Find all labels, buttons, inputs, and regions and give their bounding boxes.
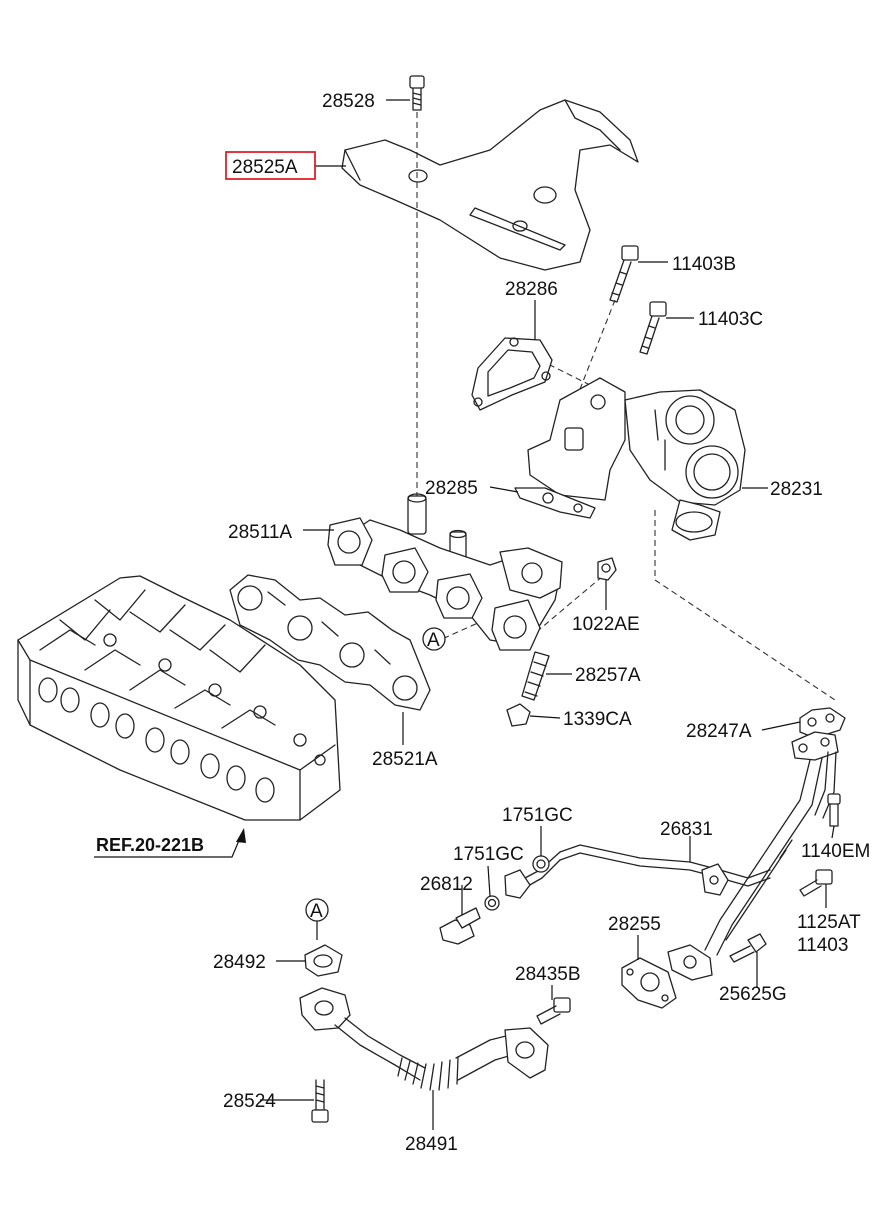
turbocharger [527, 377, 746, 541]
nut-1022ae [597, 557, 617, 581]
label-28521a[interactable]: 28521A [372, 749, 438, 770]
label-28492[interactable]: 28492 [213, 952, 266, 973]
label-11403[interactable]: 11403 [797, 935, 848, 956]
label-25625g[interactable]: 25625G [719, 984, 787, 1005]
label-1022ae[interactable]: 1022AE [572, 614, 640, 635]
heat-shield [341, 99, 639, 271]
label-28524[interactable]: 28524 [223, 1091, 276, 1112]
exhaust-manifold [327, 493, 563, 651]
nut-1339ca [506, 703, 531, 727]
highlight-box [225, 151, 316, 180]
gasket-28285 [514, 487, 596, 519]
gasket-28286 [471, 337, 553, 411]
manifold-gasket [229, 574, 431, 711]
marker-a-lower-label: A [310, 901, 323, 922]
label-28491[interactable]: 28491 [405, 1134, 458, 1155]
bolt-25625g [729, 933, 767, 963]
bolt-1125at [799, 869, 833, 897]
label-28231[interactable]: 28231 [770, 479, 823, 500]
gasket-28255 [621, 957, 677, 1009]
bolt-1140em [827, 793, 841, 827]
label-28257a[interactable]: 28257A [575, 665, 641, 686]
label-1140em[interactable]: 1140EM [801, 841, 870, 862]
label-1125at[interactable]: 1125AT [797, 912, 861, 933]
oil-feed-pipe [504, 707, 846, 956]
label-28525a[interactable]: 28525A [232, 157, 298, 178]
label-11403b[interactable]: 11403B [672, 254, 736, 275]
label-11403c[interactable]: 11403C [698, 309, 763, 330]
reference-label: REF.20-221B [96, 835, 204, 855]
label-28247a[interactable]: 28247A [686, 721, 752, 742]
label-28435b[interactable]: 28435B [515, 964, 581, 985]
banjo-bolt-26812 [439, 907, 481, 945]
marker-a-lower: A [305, 898, 329, 940]
label-26812[interactable]: 26812 [420, 874, 473, 895]
label-28255[interactable]: 28255 [608, 914, 661, 935]
bolt-28528 [409, 75, 425, 111]
label-28285[interactable]: 28285 [425, 478, 478, 499]
part-labels: 28528 28525A 11403B 28286 11403C 28285 2… [213, 91, 870, 1155]
reference-callout: REF.20-221B [94, 828, 246, 858]
stud-28257a [521, 651, 550, 701]
label-26831[interactable]: 26831 [660, 819, 713, 840]
egr-pipe [299, 987, 549, 1091]
leader-lines [260, 99, 835, 1130]
label-1751gc-upper[interactable]: 1751GC [502, 805, 573, 826]
bolt-28435b [536, 997, 571, 1025]
bolt-28524 [311, 1079, 329, 1123]
label-28286[interactable]: 28286 [505, 279, 558, 300]
label-1339ca[interactable]: 1339CA [563, 709, 632, 730]
marker-a-upper: A [422, 627, 446, 651]
label-28528[interactable]: 28528 [322, 91, 375, 112]
washer-1751gc-lower [484, 895, 500, 911]
label-1751gc-lower[interactable]: 1751GC [453, 844, 524, 865]
gasket-28492 [304, 944, 343, 977]
bolt-11403c [639, 301, 667, 355]
bolt-11403b [609, 245, 639, 303]
marker-a-upper-label: A [427, 630, 440, 651]
washer-1751gc-upper [532, 855, 550, 873]
cylinder-head [17, 575, 341, 821]
oil-return-flange [667, 944, 713, 981]
label-28511a[interactable]: 28511A [228, 522, 292, 543]
